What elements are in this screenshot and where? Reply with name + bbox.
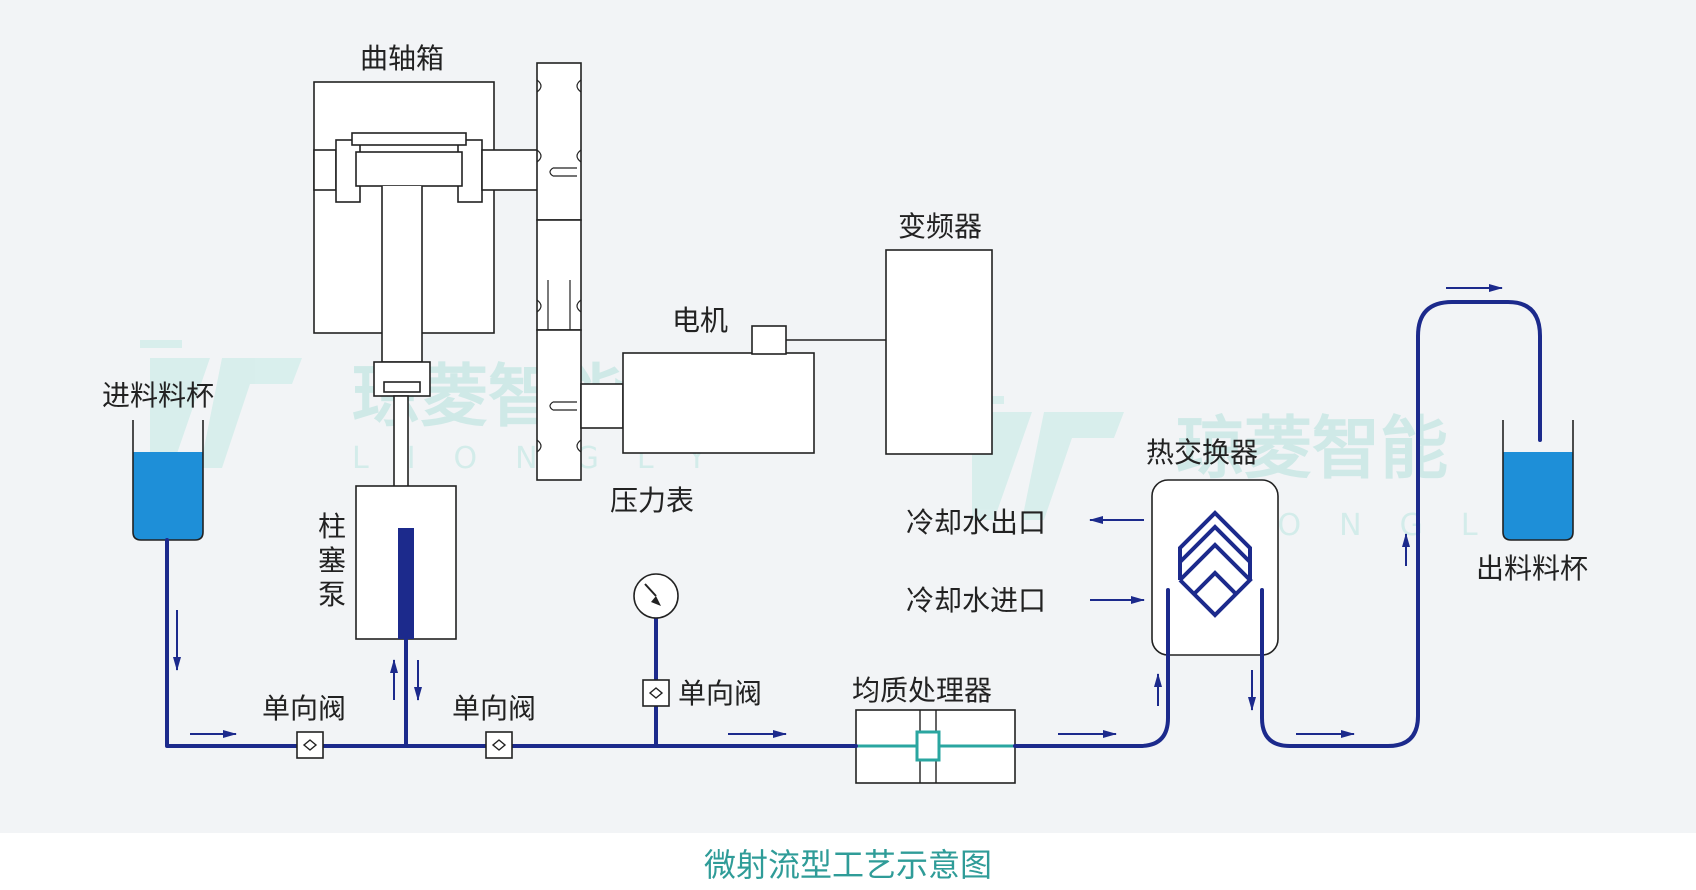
flywheel <box>536 62 582 481</box>
plunger-pump-label-1: 柱 <box>318 510 346 543</box>
watermark-brand-cn-2: 琼菱智能 <box>1176 410 1448 489</box>
heat-exchanger-label: 热交换器 <box>1146 436 1258 469</box>
check-valve-2-label: 单向阀 <box>452 692 536 725</box>
feed-cup-label: 进料料杯 <box>102 379 214 412</box>
motor <box>580 325 886 454</box>
diagram-background <box>0 0 1696 833</box>
check-valve-2 <box>485 731 513 759</box>
crankcase <box>313 81 539 363</box>
pressure-gauge-label: 压力表 <box>610 484 694 517</box>
watermark-logo-icon <box>140 340 302 468</box>
plunger-pump-label-3: 泵 <box>318 578 346 611</box>
discharge-cup-label: 出料料杯 <box>1476 552 1588 585</box>
heat-exchanger <box>1151 479 1279 656</box>
pressure-gauge-dial-icon <box>633 573 679 619</box>
crankcase-label: 曲轴箱 <box>360 42 444 75</box>
check-valve-1-label: 单向阀 <box>262 692 346 725</box>
pipeline <box>165 300 1542 748</box>
flow-arrows <box>173 284 1503 738</box>
check-valve-1 <box>296 731 324 759</box>
plunger-pump-label-2: 塞 <box>318 544 346 577</box>
discharge-cup <box>1502 420 1574 541</box>
caption-background <box>0 833 1696 890</box>
plunger-rod <box>373 361 431 529</box>
homogenizer <box>855 709 1016 784</box>
check-valve-3 <box>642 679 670 707</box>
cooling-water-outlet-label: 冷却水出口 <box>906 506 1046 539</box>
homogenizer-label: 均质处理器 <box>852 674 992 707</box>
plunger-pump <box>355 485 457 640</box>
cooling-water-inlet-label: 冷却水进口 <box>906 584 1046 617</box>
inverter <box>885 249 993 455</box>
motor-label: 电机 <box>672 304 728 337</box>
diagram-caption: 微射流型工艺示意图 <box>704 846 992 884</box>
check-valve-3-label: 单向阀 <box>678 677 762 710</box>
inverter-label: 变频器 <box>898 210 982 243</box>
